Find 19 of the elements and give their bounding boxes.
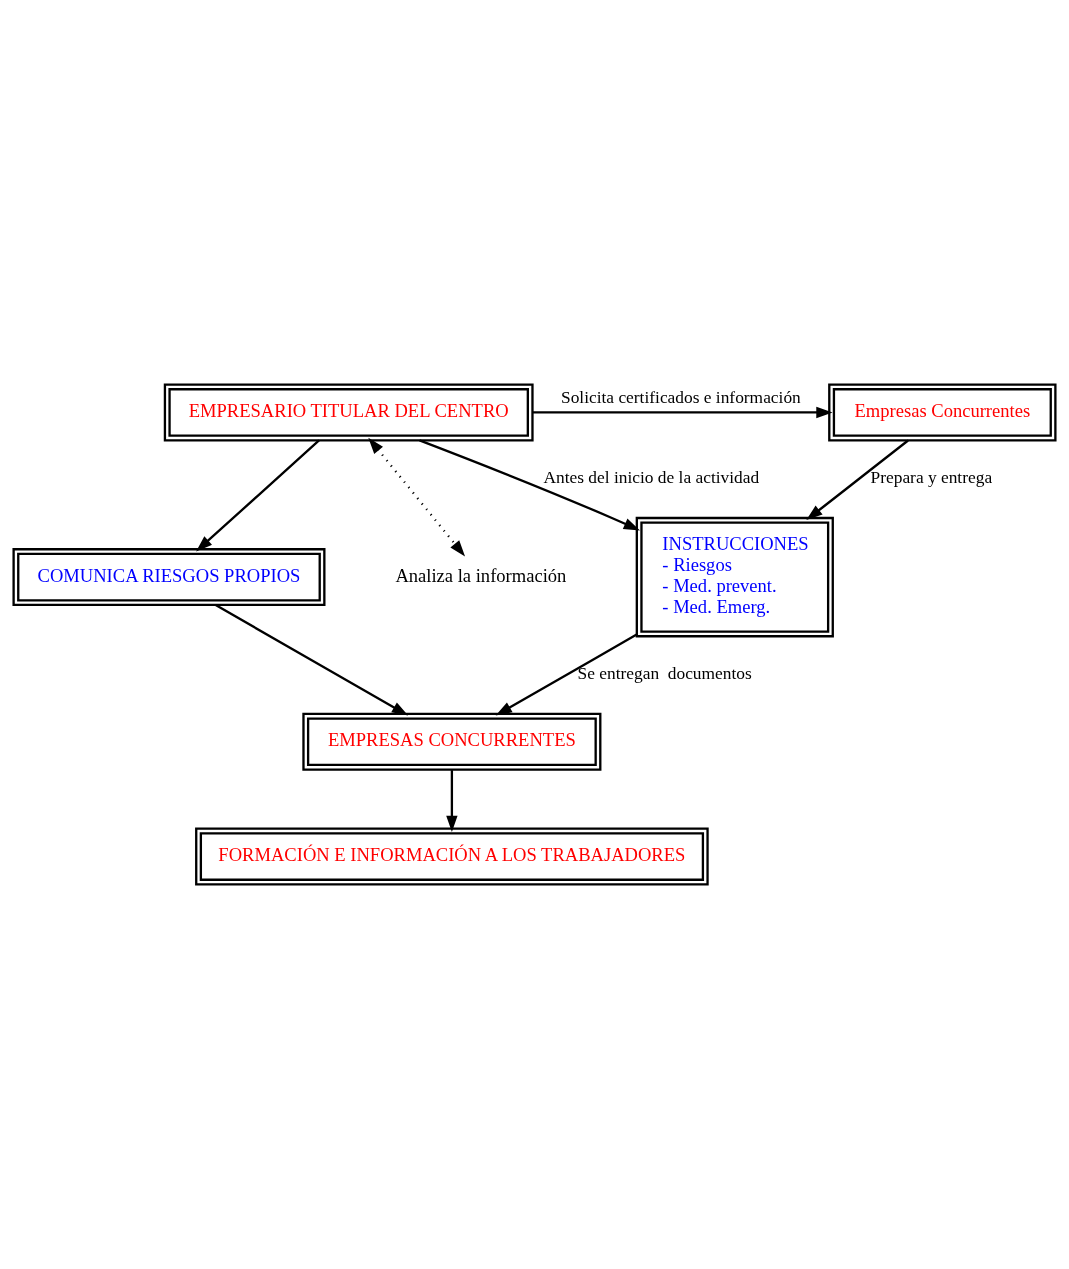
node-text: Analiza la información [395,564,567,586]
edge-label: Se entregan documentos [577,664,752,684]
edge-label: Solicita certificados e información [560,388,801,408]
arrow [532,406,833,419]
arrow [196,439,320,552]
arrow [806,439,909,521]
arrow [419,439,640,531]
node-box: COMUNICA RIESGOS PROPIOS [12,548,326,607]
arrow [368,437,466,557]
arrow [495,633,638,716]
node-box: Empresas Concurrentes [828,383,1057,442]
arrow [215,604,409,716]
edge-label: Prepara y entrega [870,468,993,488]
node-box: EMPRESAS CONCURRENTES [302,712,602,771]
node-box: FORMACIÓN E INFORMACIÓN A LOS TRABAJADORES [195,827,709,886]
node-box: INSTRUCCIONES - Riesgos - Med. prevent. - Med. Emerg. [635,516,834,638]
arrow [446,770,458,832]
node-box: EMPRESARIO TITULAR DEL CENTRO [163,383,534,442]
edge-label: Antes del inicio de la actividad [543,468,760,488]
